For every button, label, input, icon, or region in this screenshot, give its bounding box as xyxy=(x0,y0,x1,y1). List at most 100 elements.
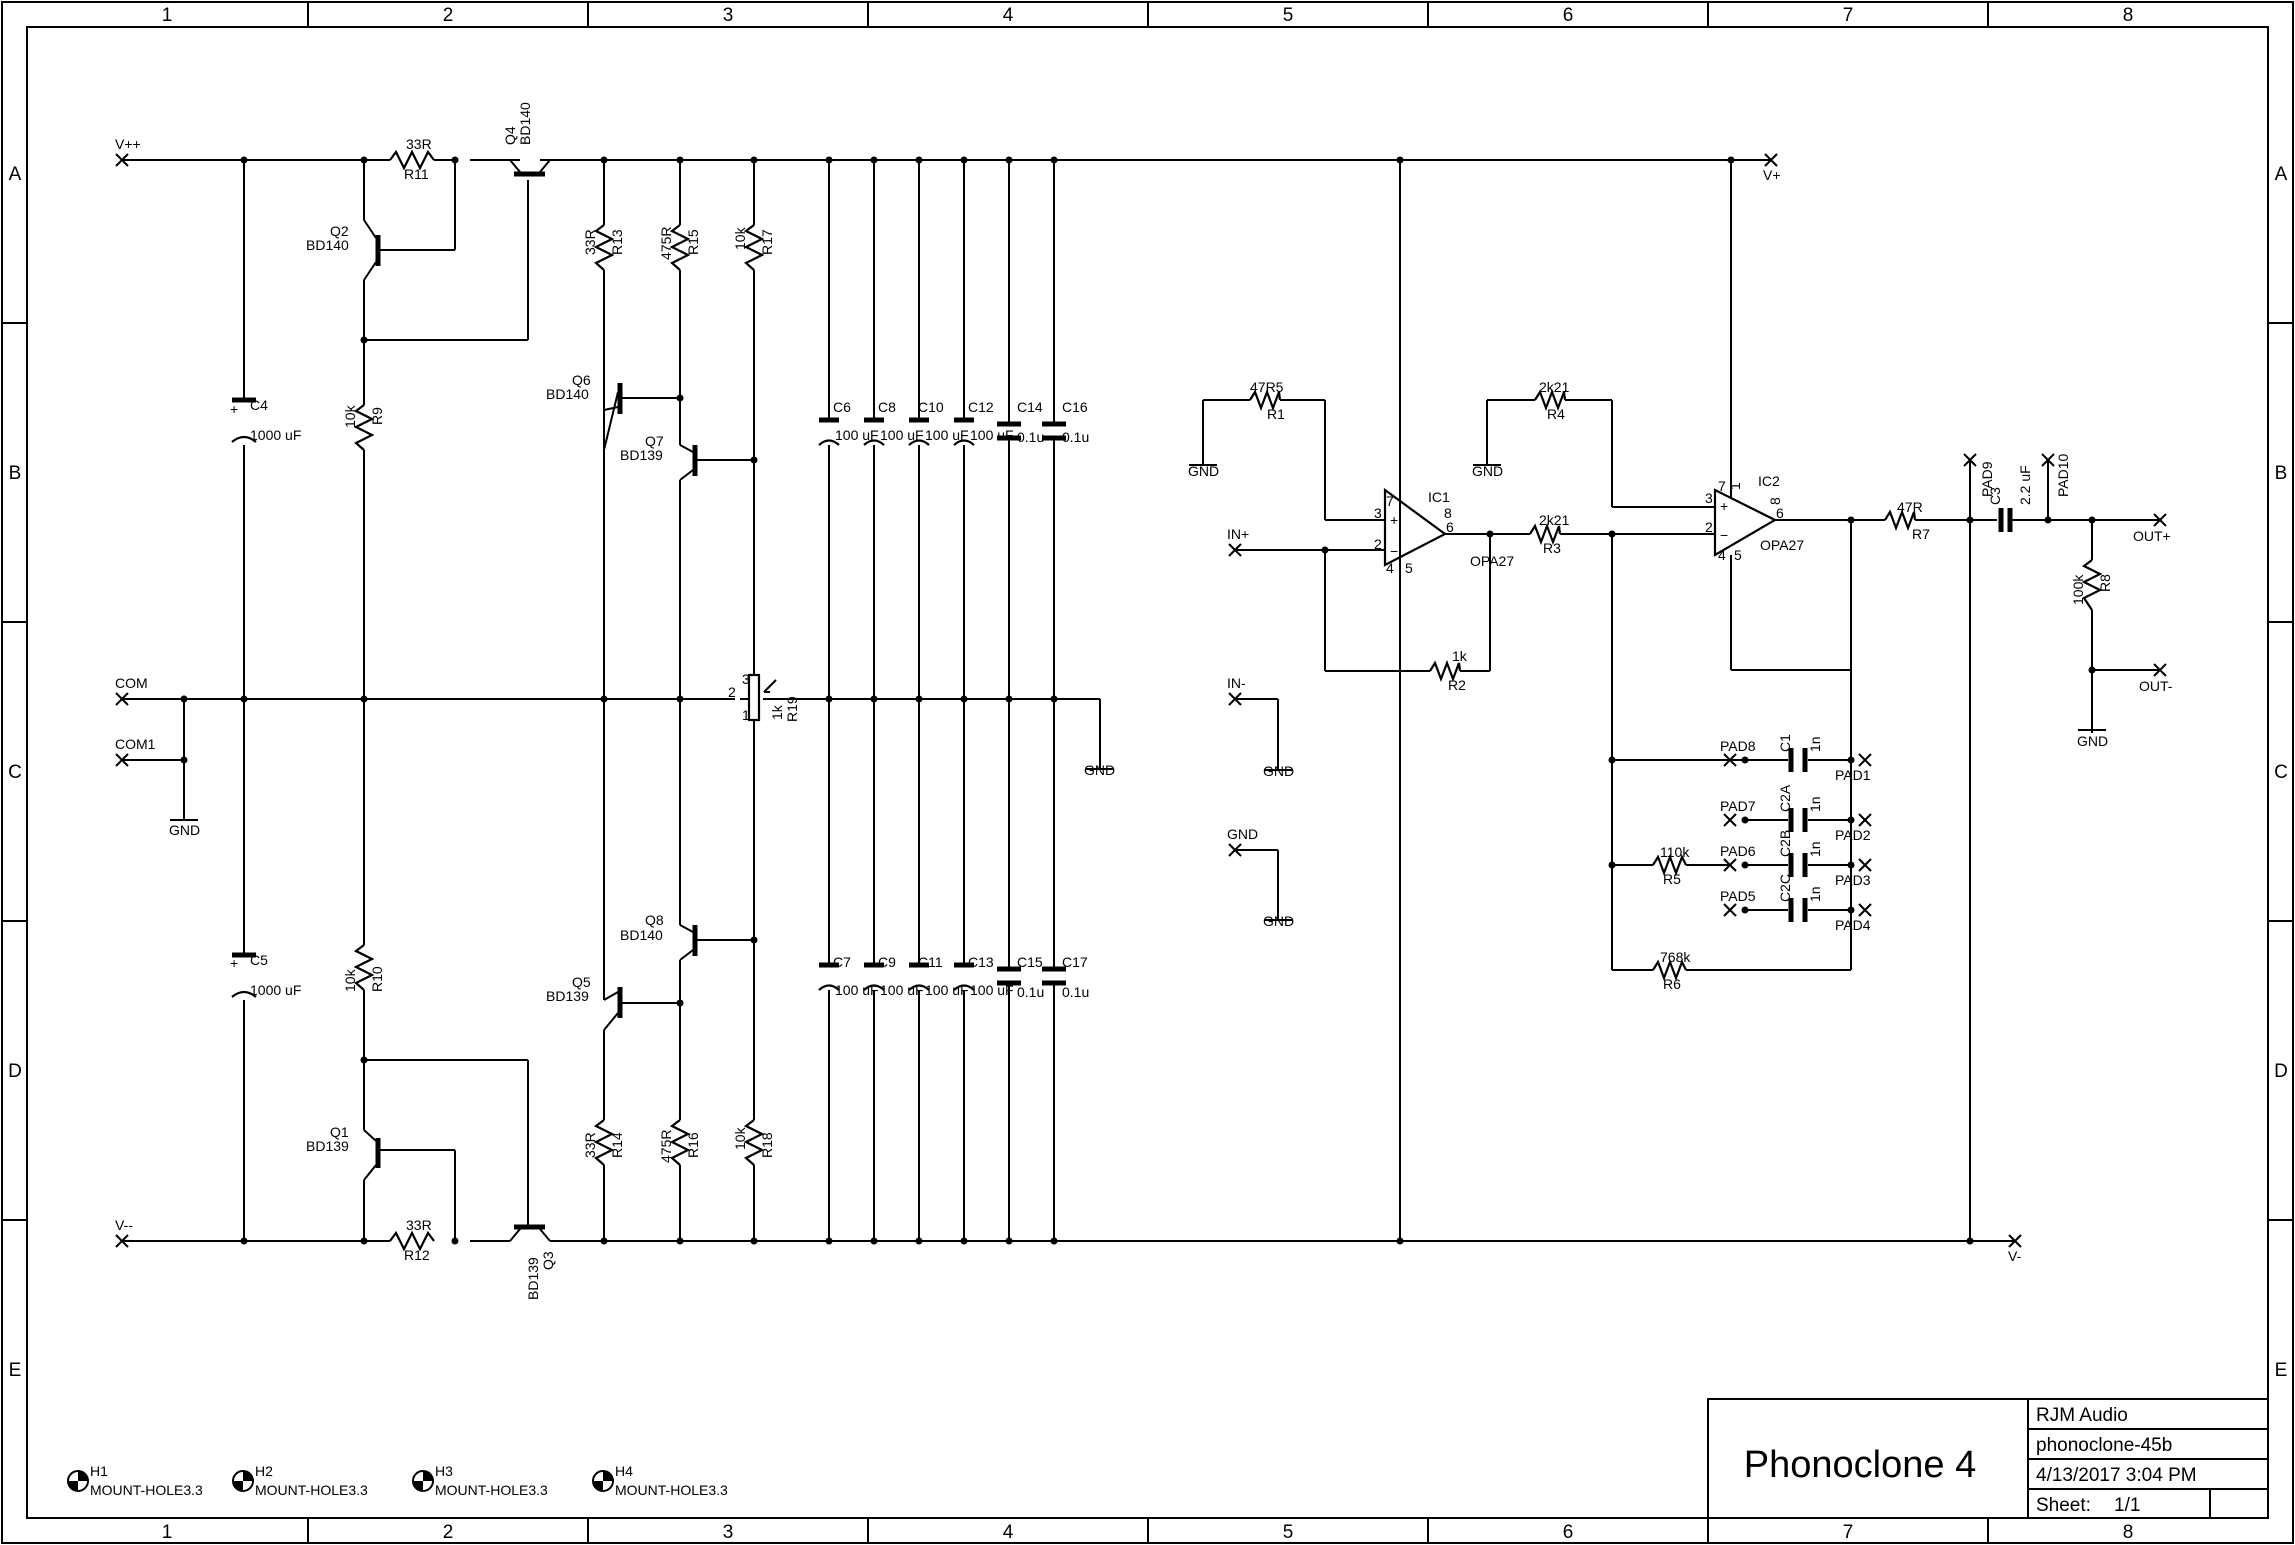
r16-value: 475R xyxy=(658,1130,674,1163)
h1-value: MOUNT-HOLE3.3 xyxy=(90,1482,203,1498)
q5-ref: Q5 xyxy=(572,974,591,990)
pin-label: 4 xyxy=(1386,560,1394,576)
company-text: RJM Audio xyxy=(2036,1405,2128,1426)
mount-hole-h2: H2 MOUNT-HOLE3.3 xyxy=(232,1463,368,1498)
cap-c11: C11 100 uF xyxy=(908,954,969,998)
r19-value: 1k xyxy=(769,704,785,720)
h1-ref: H1 xyxy=(90,1463,108,1479)
mount-holes: H1 MOUNT-HOLE3.3 H2 MOUNT-HOLE3.3 H3 MOU… xyxy=(67,1463,728,1498)
r1-ref: R1 xyxy=(1267,406,1285,422)
pin-label: 8 xyxy=(1767,497,1783,505)
c3-ref: C3 xyxy=(1987,487,2003,505)
pin-label: 7 xyxy=(1718,478,1726,494)
r10-ref: R10 xyxy=(369,966,385,992)
resistor-r15: 475R R15 xyxy=(658,224,701,271)
cap-c15: C15 0.1u xyxy=(997,954,1044,1000)
q6-ref: Q6 xyxy=(572,372,591,388)
title-block: Phonoclone 4 RJM Audio phonoclone-45b 4/… xyxy=(1707,1398,2269,1519)
r6-value: 768k xyxy=(1660,949,1691,965)
h4-value: MOUNT-HOLE3.3 xyxy=(615,1482,728,1498)
junction-dots xyxy=(180,156,1974,1245)
cap-c6: C6 100 uF xyxy=(818,399,879,446)
r18-ref: R18 xyxy=(759,1132,775,1158)
c9-value: 100 uF xyxy=(880,982,924,998)
row-label-right: D xyxy=(2274,1061,2288,1082)
cap-c10: C10 100 uF xyxy=(908,399,969,446)
gnd-label: GND xyxy=(1472,463,1503,479)
c13-value: 100 uF xyxy=(970,982,1014,998)
q8-ref: Q8 xyxy=(645,912,664,928)
c10-ref: C10 xyxy=(918,399,944,415)
c11-value: 100 uF xyxy=(925,982,969,998)
col-label-top: 6 xyxy=(1563,5,1574,26)
transistor-q3: BD139 Q3 xyxy=(509,1224,556,1300)
amp-junctions xyxy=(1321,516,2096,914)
q7-value: BD139 xyxy=(620,447,663,463)
c6-ref: C6 xyxy=(833,399,851,415)
plus-sign: + xyxy=(230,401,238,417)
resistor-r8: 100k R8 xyxy=(2070,559,2113,611)
col-label-bottom: 7 xyxy=(1843,1522,1854,1543)
net-vmm: V-- xyxy=(115,1217,133,1233)
col-label-top: 2 xyxy=(443,5,454,26)
c8-ref: C8 xyxy=(878,399,896,415)
transistor-q5: Q5 BD139 xyxy=(546,974,623,1031)
c5-value: 1000 uF xyxy=(250,982,301,998)
col-label-bottom: 8 xyxy=(2123,1522,2134,1543)
pad1-label: PAD1 xyxy=(1835,767,1871,783)
amp-ground-symbols: GND GND GND GND GND xyxy=(1188,450,2108,929)
pin-label: 7 xyxy=(1386,493,1394,509)
row-label-left: A xyxy=(9,164,22,185)
pad7-label: PAD7 xyxy=(1720,798,1756,814)
r19-ref: R19 xyxy=(784,696,800,722)
trimmer-r19: 2 3 1 1k R19 xyxy=(728,671,800,723)
net-com1: COM1 xyxy=(115,736,156,752)
resistor-r5: 110k R5 xyxy=(1652,844,1690,887)
col-label-top: 3 xyxy=(723,5,734,26)
r17-ref: R17 xyxy=(759,229,775,255)
cap-c17: C17 0.1u xyxy=(1042,954,1089,1000)
gnd-label: GND xyxy=(169,822,200,838)
row-label-left: C xyxy=(8,762,22,783)
q3-ref: Q3 xyxy=(540,1251,556,1270)
pin-label: 2 xyxy=(1374,536,1382,552)
resistor-r6: 768k R6 xyxy=(1652,949,1691,992)
r15-ref: R15 xyxy=(685,229,701,255)
c15-ref: C15 xyxy=(1017,954,1043,970)
c17-value: 0.1u xyxy=(1062,984,1089,1000)
col-label-bottom: 4 xyxy=(1003,1522,1014,1543)
power-connectors: V++ V-- COM COM1 V+ V- xyxy=(115,136,2022,1264)
gnd-label: GND xyxy=(1263,913,1294,929)
pad-markers: PAD8 PAD7 PAD6 PAD5 PAD1 PAD2 PAD3 PAD4 … xyxy=(1720,453,2071,933)
q4-value: BD140 xyxy=(517,102,533,145)
resistor-r11: 33R R11 xyxy=(389,136,455,182)
c2a-value: 1n xyxy=(1807,796,1823,812)
resistor-r1: 47R5 R1 xyxy=(1249,379,1285,422)
minus-sign: − xyxy=(1390,543,1398,559)
col-label-bottom: 2 xyxy=(443,1522,454,1543)
plus-sign: + xyxy=(1720,498,1728,514)
cap-c1: C1 1n xyxy=(1777,734,1823,772)
c14-ref: C14 xyxy=(1017,399,1043,415)
q5-value: BD139 xyxy=(546,988,589,1004)
r7-ref: R7 xyxy=(1912,526,1930,542)
c8-value: 100 uF xyxy=(880,427,924,443)
q7-ref: Q7 xyxy=(645,433,664,449)
r19-pin2: 2 xyxy=(728,684,736,700)
resistor-r4: 2k21 R4 xyxy=(1534,379,1570,422)
row-label-left: D xyxy=(8,1061,22,1082)
col-label-top: 5 xyxy=(1283,5,1294,26)
resistor-r17: 10k R17 xyxy=(732,224,775,271)
r2-value: 1k xyxy=(1452,648,1468,664)
q6-value: BD140 xyxy=(546,386,589,402)
c7-value: 100 uF xyxy=(835,982,879,998)
pin-label: 6 xyxy=(1446,519,1454,535)
row-label-right: C xyxy=(2274,762,2288,783)
ground-symbols: GND GND xyxy=(169,754,1115,838)
transistor-q7: Q7 BD139 xyxy=(620,433,698,481)
c9-ref: C9 xyxy=(878,954,896,970)
pad3-label: PAD3 xyxy=(1835,872,1871,888)
date-text: 4/13/2017 3:04 PM xyxy=(2036,1465,2197,1486)
r6-ref: R6 xyxy=(1663,976,1681,992)
